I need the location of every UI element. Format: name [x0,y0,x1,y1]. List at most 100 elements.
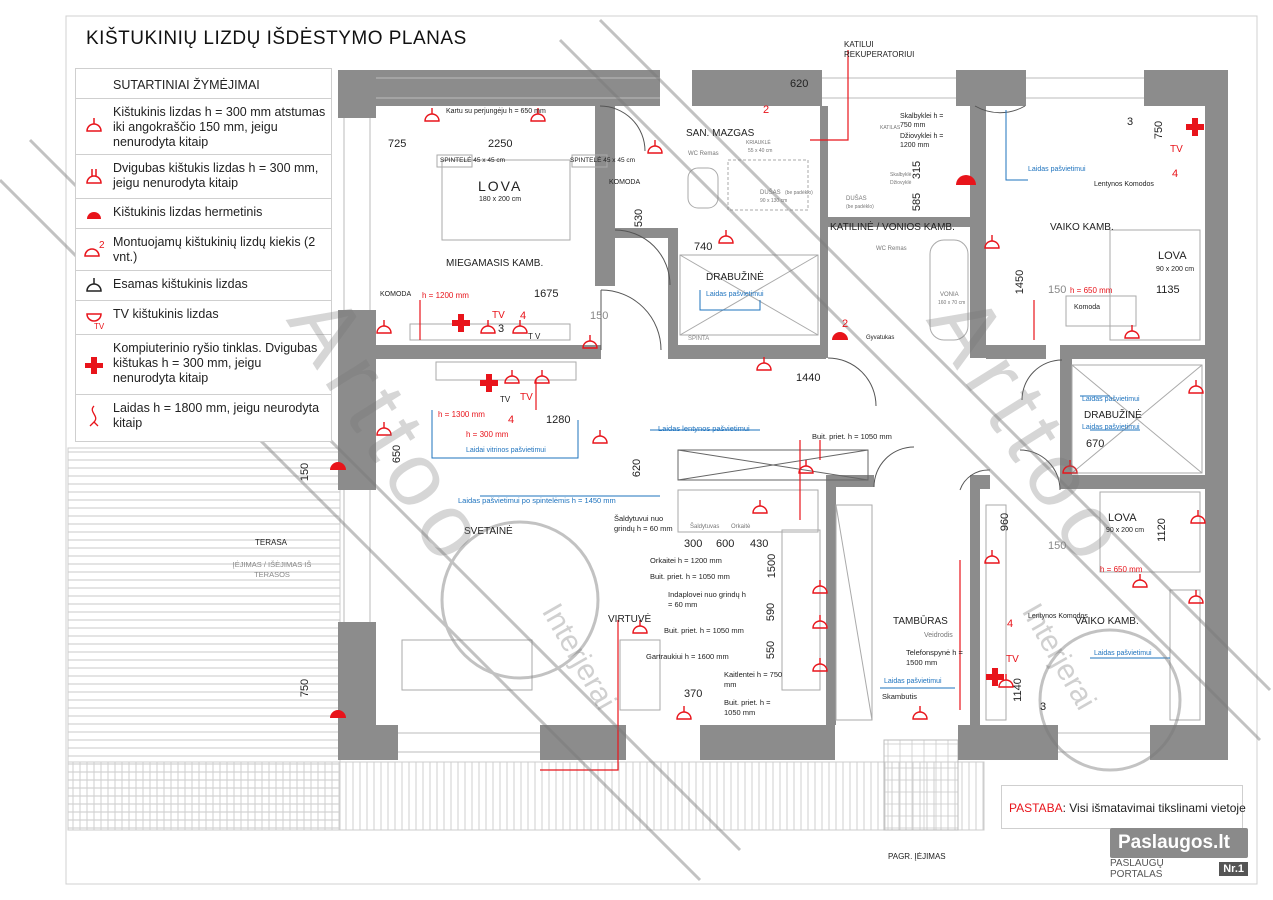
display-shelf [435,361,577,381]
badge-site: Paslaugos.lt [1110,828,1248,858]
dim-150-wall: 150 [299,462,312,482]
legend: SUTARTINIAI ŽYMĖJIMAI Kištukinis lizdas … [75,68,332,442]
tv-mark-5: TV [500,395,511,404]
legend-item-double-socket: Dvigubas kištukis lizdas h = 300 mm, jei… [76,155,331,199]
legend-text: Laidas h = 1800 mm, jeigu neurodyta kita… [113,401,320,430]
cabinet-light-label: Laidas pašvietimui po spintelėmis h = 14… [458,496,616,505]
wc-label-1: WC Remas [688,151,719,157]
wardrobe-3b [1169,589,1201,721]
dim-430: 430 [750,538,769,550]
dim-150-bed: 150 [590,310,609,322]
legend-item-wire: Laidas h = 1800 mm, jeigu neurodyta kita… [76,395,331,437]
tv-label: T V [528,332,541,341]
fridge-label: Šaldytuvas [690,524,720,530]
light-wires [431,110,1170,689]
bed-kids2 [1099,491,1201,573]
kids-kommode-label: Komoda [1074,304,1101,311]
socket-icon [86,117,102,132]
terrace-entry-label: ĮĖJIMAS / IŠĖJIMAS IŠ TERASOS [232,560,312,579]
legend-text: Montuojamų kištukinių lizdų kiekis (2 vn… [113,235,316,264]
kitchen-right [781,529,821,691]
spintele-label-1: SPINTELĖ 45 x 45 cm [440,157,506,164]
dryer-height: Džiovyklei h = 1200 mm [900,133,944,149]
bed-main-label: LOVA [478,178,523,194]
footer-note: PASTABA: Visi išmatavimai tikslinami vie… [1001,785,1246,829]
legend-item-socket: Kištukinis lizdas h = 300 mm atstumas ik… [76,99,331,155]
washer-label: Skalbyklė [890,172,912,178]
legend-item-hermetic: Kištukinis lizdas hermetinis [76,199,331,229]
legend-text: Kištukinis lizdas h = 300 mm atstumas ik… [113,105,326,149]
built-in-note-1: Buit. priet. h = 1050 mm [812,432,892,441]
legend-text: Esamas kištukinis lizdas [113,277,248,291]
site-badge[interactable]: Paslaugos.lt PASLAUGŲ PORTALAS Nr.1 [1110,828,1248,884]
network-sockets [452,118,1204,686]
shower-note: (be padėklo) [785,190,813,196]
nightstand-label-2: KOMODA [609,179,641,186]
dim-620-top: 620 [790,78,809,90]
legend-item-network: Kompiuterinio ryšio tinklas. Dvigubas ki… [76,335,331,395]
oven-note: Orkaitei h = 1200 mm [650,556,722,565]
dim-1135: 1135 [1156,284,1180,296]
existing-socket-icon [86,277,102,292]
badge-rank: Nr.1 [1219,862,1248,876]
dim-1500: 1500 [766,553,779,579]
tv-mark-1: TV [492,310,505,321]
tv-socket-icon: TV [86,312,105,330]
bed-kids1 [1109,229,1201,341]
dim-300: 300 [684,538,703,550]
room-label-wardrobe1: DRABUŽINĖ [706,272,764,283]
wardrobe-3 [985,504,1007,721]
intercom-note: Telefonspynė h = 1500 mm [906,648,963,667]
built-in-note-2: Buit. priet. h = 1050 mm [650,572,730,581]
legend-item-existing: Esamas kištukinis lizdas [76,271,331,301]
bed-kids1-label: LOVA [1158,250,1187,262]
bed-main-size: 180 x 200 cm [479,196,522,203]
dim-550: 550 [765,640,778,660]
tv-mark-4: TV [1006,654,1019,665]
shower-label: DUŠAS [760,190,781,196]
dim-1140: 1140 [1011,678,1024,702]
hob-note: Kaitlentei h = 750 mm [724,670,783,689]
outer-walls [338,70,1228,760]
sofa [401,639,533,691]
tv-stand [409,323,571,341]
bedroom-height: h = 1200 mm [422,291,469,300]
light-wire-label-3: Laidas pašvietimui [1082,396,1140,403]
sink-label: KRIAUKLĖ [746,140,771,146]
kids-desk [1065,295,1137,327]
furniture [401,154,1203,721]
room-label-boiler: KATILINĖ / VONIOS KAMB. [830,222,955,233]
dim-620-kitchen: 620 [631,458,644,478]
kids2-height: h = 650 mm [1100,565,1143,574]
light-wire-label-5: Laidas pašvietimui [884,678,942,685]
vestibule-wardrobe [835,504,873,721]
legend-item-tv: TV TV kištukinis lizdas [76,301,331,335]
dishwasher-note: Indaplovei nuo grindų h = 60 mm [668,590,746,609]
count-bedroom: 4 [520,310,527,322]
boiler-label: KATILAS [880,125,901,131]
bed-kids2-size: 90 x 200 cm [1106,527,1145,534]
legend-text: Kištukinis lizdas hermetinis [113,205,263,219]
dim-670: 670 [1086,438,1105,450]
count-kids-existing: 3 [1127,116,1134,128]
count-kids2: 4 [1007,618,1014,630]
legend-text: TV kištukinis lizdas [113,307,219,321]
hermetic-sockets [330,175,976,718]
shelves-label-2: Lentynos Komodos [1028,613,1088,620]
radiator-label: Gyvatukas [866,335,895,341]
tv-mark-2: TV [520,392,533,403]
dim-740: 740 [694,241,713,253]
dim-590: 590 [765,602,778,622]
dim-315: 315 [911,160,924,180]
wire-icon [89,405,99,427]
shelf-light-label: Laidas lentynos pašvietimui [658,424,750,433]
nightstand-label-1: KOMODA [380,291,412,298]
hood-note: Gartraukiui h = 1600 mm [646,652,729,661]
socket-count-icon: 2 [84,240,105,257]
bath-size: 160 x 70 cm [938,300,966,306]
dim-750-terrace: 750 [299,678,312,698]
svg-text:TV: TV [94,322,105,330]
room-label-kids1: VAIKO KAMB. [1050,222,1114,233]
dim-960: 960 [999,512,1012,532]
count-living: 4 [508,414,515,426]
